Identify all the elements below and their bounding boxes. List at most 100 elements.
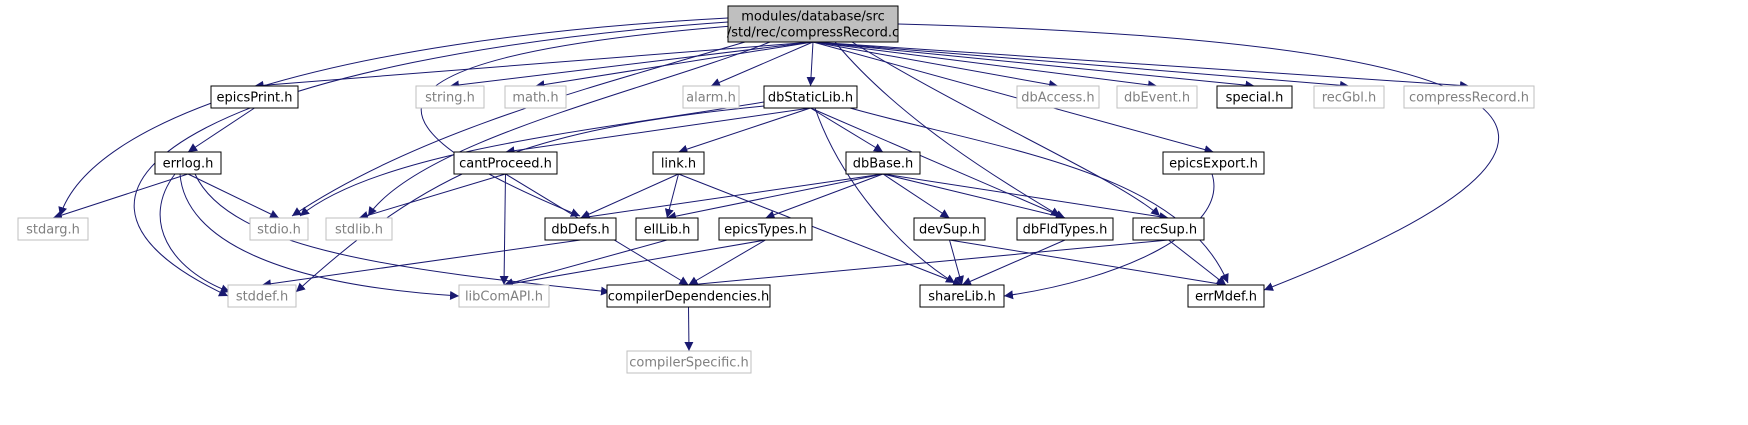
node-label: stdlib.h — [335, 223, 383, 238]
edge-root-to-stdarg — [58, 17, 729, 217]
edge-epicsPrint-to-errlog — [187, 107, 255, 153]
edge-cantProceed-to-libComAPI — [499, 173, 509, 286]
node-label: stdio.h — [257, 223, 301, 238]
edge-dbStaticLib-to-errMdef — [849, 107, 1229, 284]
edge-link-to-ellLib — [664, 173, 679, 219]
node-devSup[interactable]: devSup.h — [913, 217, 986, 241]
node-box — [453, 151, 558, 175]
node-root: modules/database/src/std/rec/compressRec… — [727, 5, 899, 43]
node-label: /std/rec/compressRecord.c — [727, 26, 899, 41]
edge-dbStaticLib-to-stddef — [295, 105, 765, 293]
edge-errlog-to-stddef — [159, 173, 231, 294]
node-label: ellLib.h — [644, 223, 691, 238]
node-label: dbAccess.h — [1021, 91, 1094, 106]
node-shareLib[interactable]: shareLib.h — [919, 284, 1005, 308]
node-label: modules/database/src — [741, 10, 885, 25]
node-label: recGbl.h — [1322, 91, 1377, 106]
node-box — [1187, 284, 1265, 308]
edges-layer — [52, 17, 1500, 352]
node-label: math.h — [512, 91, 558, 106]
edge-dbBase-to-dbFldTypes — [882, 173, 1066, 221]
node-box — [606, 284, 771, 308]
node-box — [415, 85, 485, 109]
node-string: string.h — [415, 85, 485, 109]
edge-dbBase-to-recSup — [882, 173, 1169, 222]
node-label: link.h — [661, 157, 696, 172]
edge-ellLib-to-libComAPI — [503, 239, 668, 287]
node-compilerDependencies[interactable]: compilerDependencies.h — [606, 284, 771, 308]
node-box — [249, 217, 309, 241]
node-cantProceed[interactable]: cantProceed.h — [453, 151, 558, 175]
node-compilerSpecific: compilerSpecific.h — [626, 350, 752, 374]
edge-dbStaticLib-to-cantProceed — [505, 107, 811, 156]
node-epicsTypes[interactable]: epicsTypes.h — [718, 217, 813, 241]
node-stddef: stddef.h — [227, 284, 297, 308]
edge-errlog-to-libComAPI — [179, 173, 460, 300]
node-link[interactable]: link.h — [652, 151, 705, 175]
node-box — [1313, 85, 1385, 109]
node-recSup[interactable]: recSup.h — [1132, 217, 1205, 241]
edge-dbFldTypes-to-shareLib — [961, 239, 1066, 286]
node-label: dbEvent.h — [1124, 91, 1190, 106]
node-box — [1216, 85, 1293, 109]
node-dbBase[interactable]: dbBase.h — [845, 151, 921, 175]
node-box — [1016, 85, 1100, 109]
edge-devSup-to-shareLib — [949, 239, 964, 286]
node-epicsPrint[interactable]: epicsPrint.h — [210, 85, 299, 109]
node-box — [718, 217, 813, 241]
node-ellLib[interactable]: ellLib.h — [635, 217, 699, 241]
node-box — [154, 151, 222, 175]
node-label: alarm.h — [686, 91, 736, 106]
node-alarm: alarm.h — [682, 85, 740, 109]
node-label: libComAPI.h — [465, 290, 543, 305]
edge-root-to-stdlib — [367, 41, 771, 217]
edge-errlog-to-stdio — [187, 173, 280, 219]
edge-errlog-to-compilerDependencies — [194, 173, 611, 296]
node-epicsExport[interactable]: epicsExport.h — [1162, 151, 1265, 175]
node-box — [919, 284, 1005, 308]
edge-root-to-special — [812, 41, 1255, 90]
node-errMdef[interactable]: errMdef.h — [1187, 284, 1265, 308]
edge-link-to-dbDefs — [580, 173, 679, 219]
node-math: math.h — [504, 85, 567, 109]
node-box — [1016, 217, 1114, 241]
node-label: stddef.h — [236, 290, 288, 305]
node-compressRecordH: compressRecord.h — [1403, 85, 1535, 109]
node-errlog[interactable]: errlog.h — [154, 151, 222, 175]
edge-compilerDependencies-to-compilerSpecific — [684, 306, 694, 352]
node-dbFldTypes[interactable]: dbFldTypes.h — [1016, 217, 1114, 241]
node-box — [763, 85, 858, 109]
node-box — [635, 217, 699, 241]
edge-epicsTypes-to-compilerDependencies — [688, 239, 766, 286]
node-stdio: stdio.h — [249, 217, 309, 241]
node-label: stdarg.h — [26, 223, 80, 238]
node-label: shareLib.h — [928, 290, 996, 305]
node-label: dbFldTypes.h — [1023, 223, 1108, 238]
edge-dbBase-to-dbDefs — [580, 173, 884, 222]
node-label: errMdef.h — [1195, 290, 1257, 305]
node-label: cantProceed.h — [459, 157, 552, 172]
node-label: epicsPrint.h — [216, 91, 292, 106]
node-special[interactable]: special.h — [1216, 85, 1293, 109]
node-box — [325, 217, 393, 241]
edge-root-to-stdio — [291, 41, 746, 217]
node-box — [682, 85, 740, 109]
node-label: recSup.h — [1140, 223, 1197, 238]
node-label: epicsExport.h — [1169, 157, 1258, 172]
node-box — [17, 217, 89, 241]
edge-root-to-string — [449, 41, 814, 90]
edge-devSup-to-errMdef — [949, 239, 1227, 288]
node-dbAccess: dbAccess.h — [1016, 85, 1100, 109]
node-box — [227, 284, 297, 308]
edge-dbStaticLib-to-link — [678, 107, 811, 154]
edge-dbStaticLib-to-dbBase — [810, 107, 884, 153]
node-dbDefs[interactable]: dbDefs.h — [544, 217, 617, 241]
node-box — [458, 284, 550, 308]
node-recGbl: recGbl.h — [1313, 85, 1385, 109]
node-dbStaticLib[interactable]: dbStaticLib.h — [763, 85, 858, 109]
node-stdlib: stdlib.h — [325, 217, 393, 241]
node-box — [1162, 151, 1265, 175]
edge-recSup-to-errMdef — [1168, 239, 1227, 286]
node-label: devSup.h — [919, 223, 980, 238]
node-box — [845, 151, 921, 175]
